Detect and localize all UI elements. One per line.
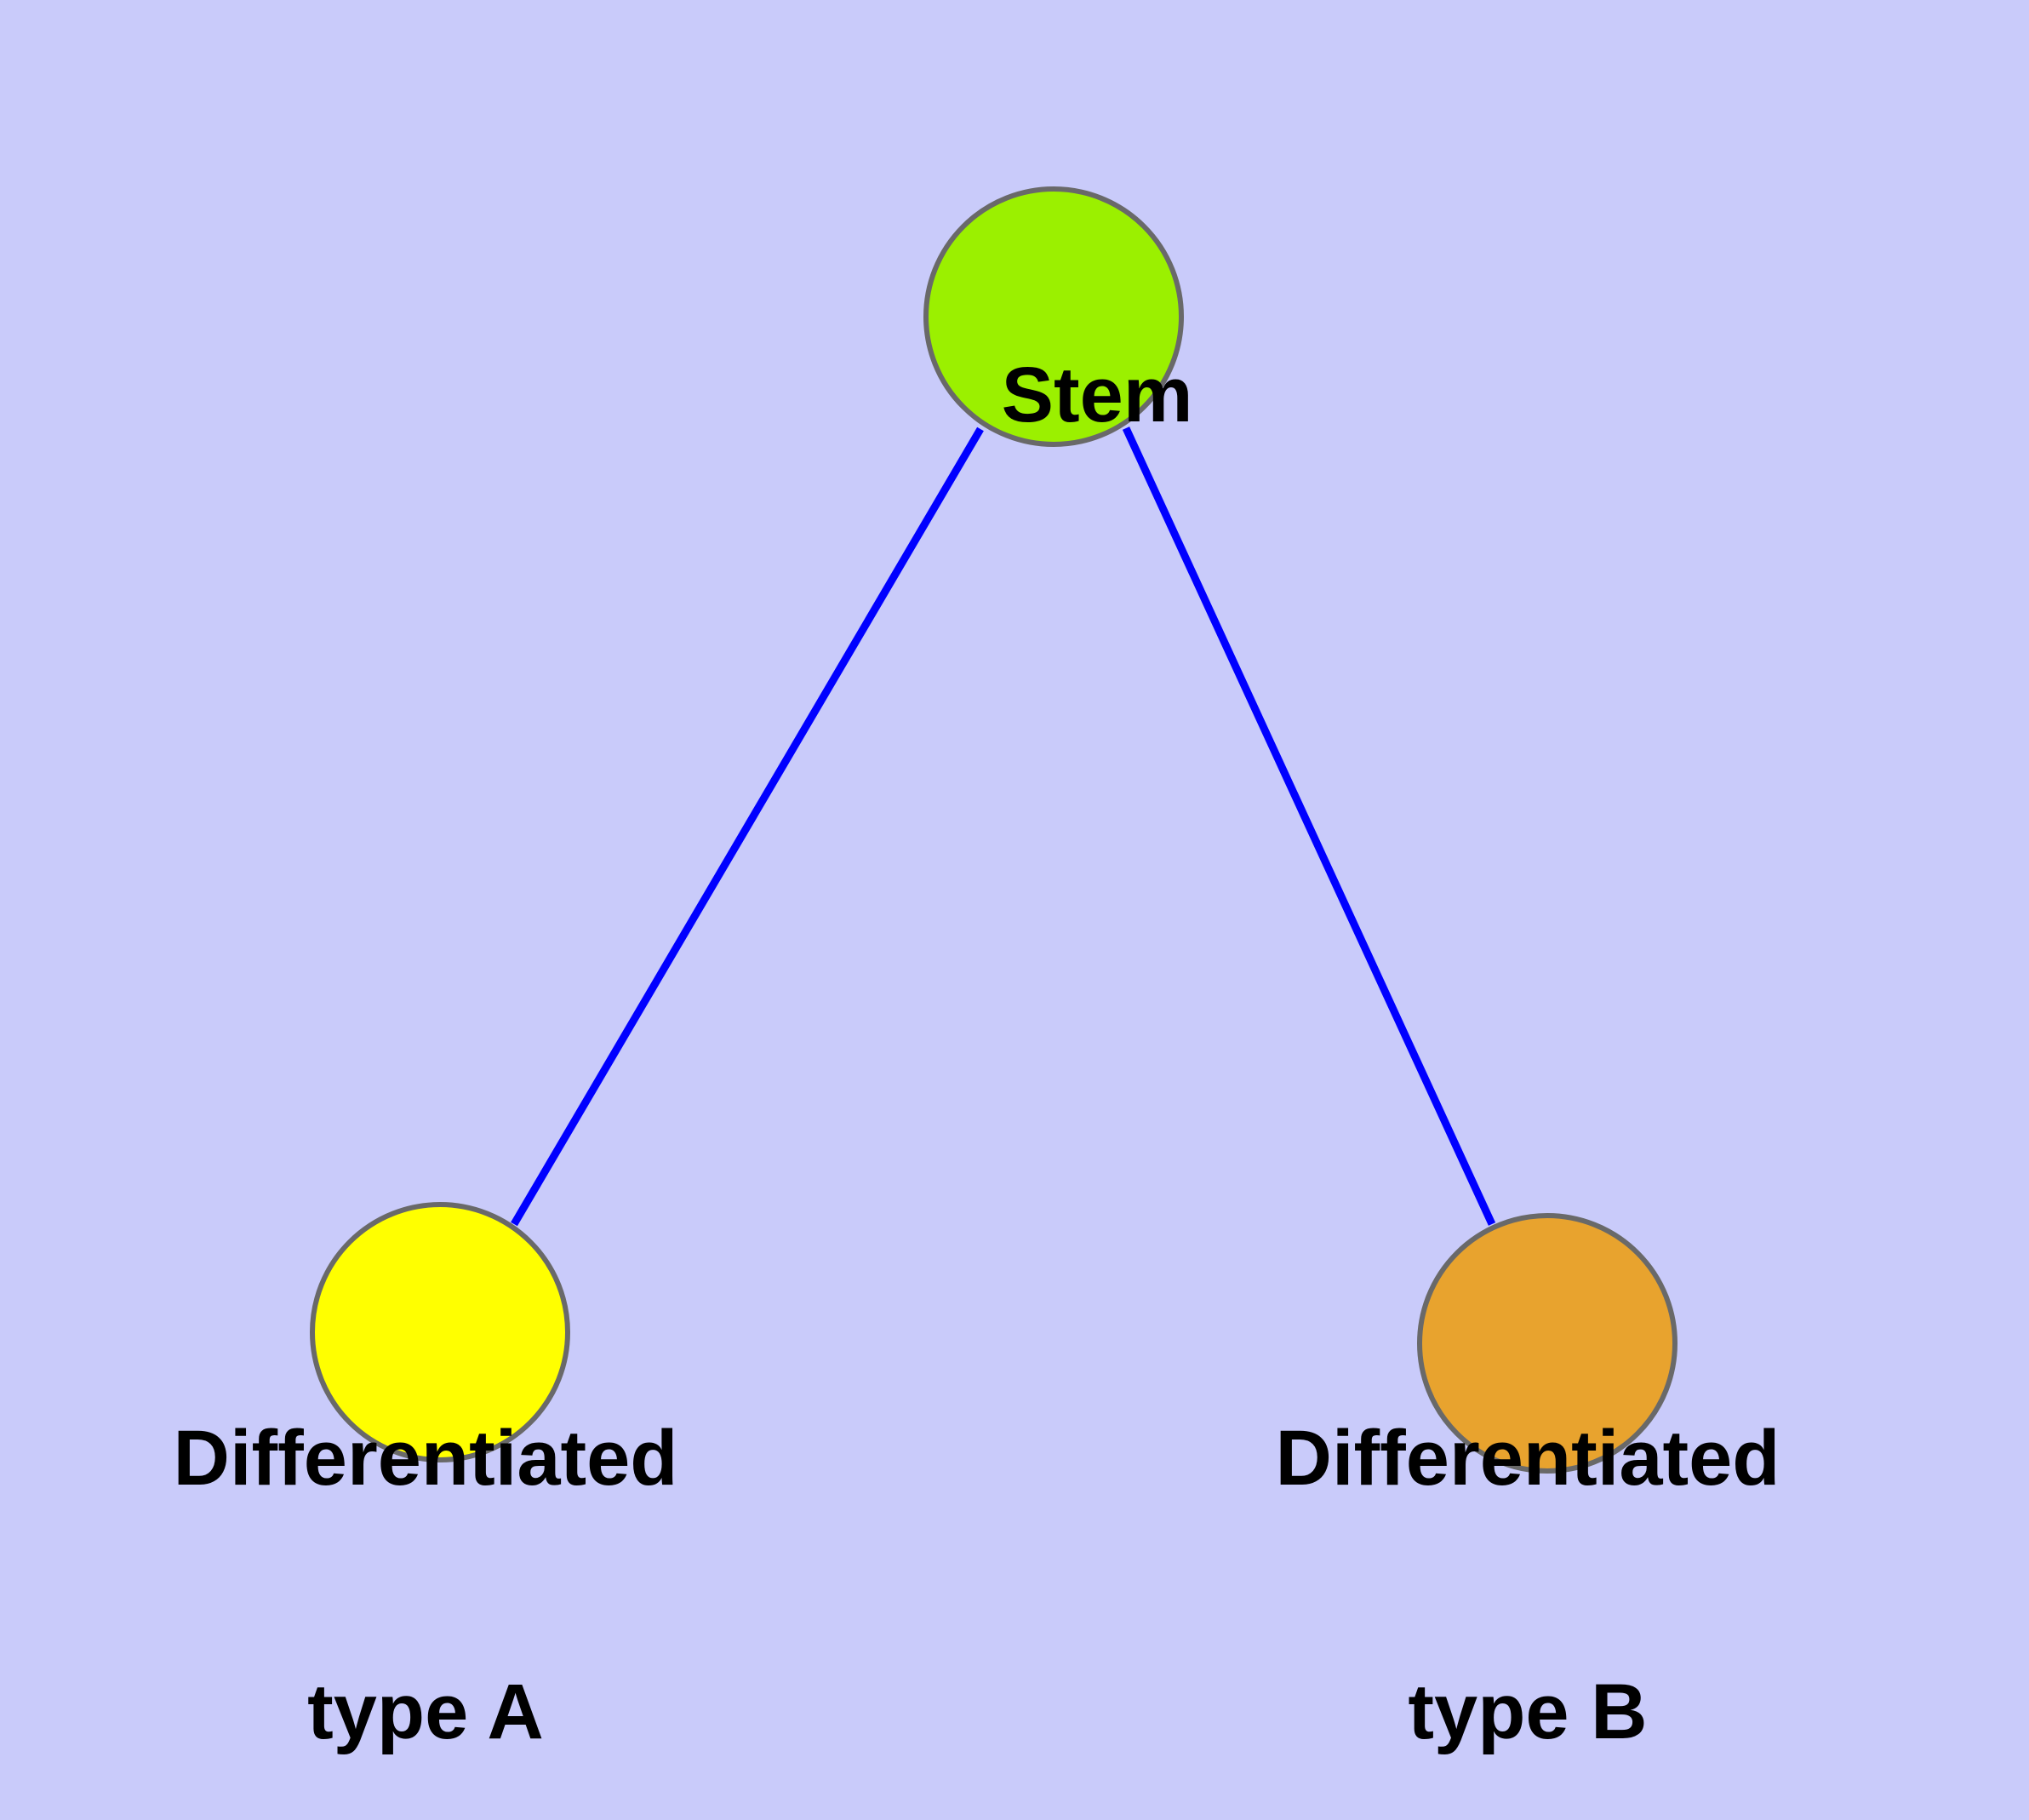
edge-layer — [511, 426, 1496, 1227]
node-differentiated-type-b[interactable] — [1417, 1213, 1677, 1474]
node-stem[interactable] — [923, 186, 1184, 447]
edge-stem-to-differentiated-b[interactable] — [1122, 426, 1496, 1226]
node-layer — [310, 186, 1677, 1474]
edge-stem-to-differentiated-a[interactable] — [511, 426, 984, 1227]
node-differentiated-type-a[interactable] — [310, 1202, 570, 1462]
